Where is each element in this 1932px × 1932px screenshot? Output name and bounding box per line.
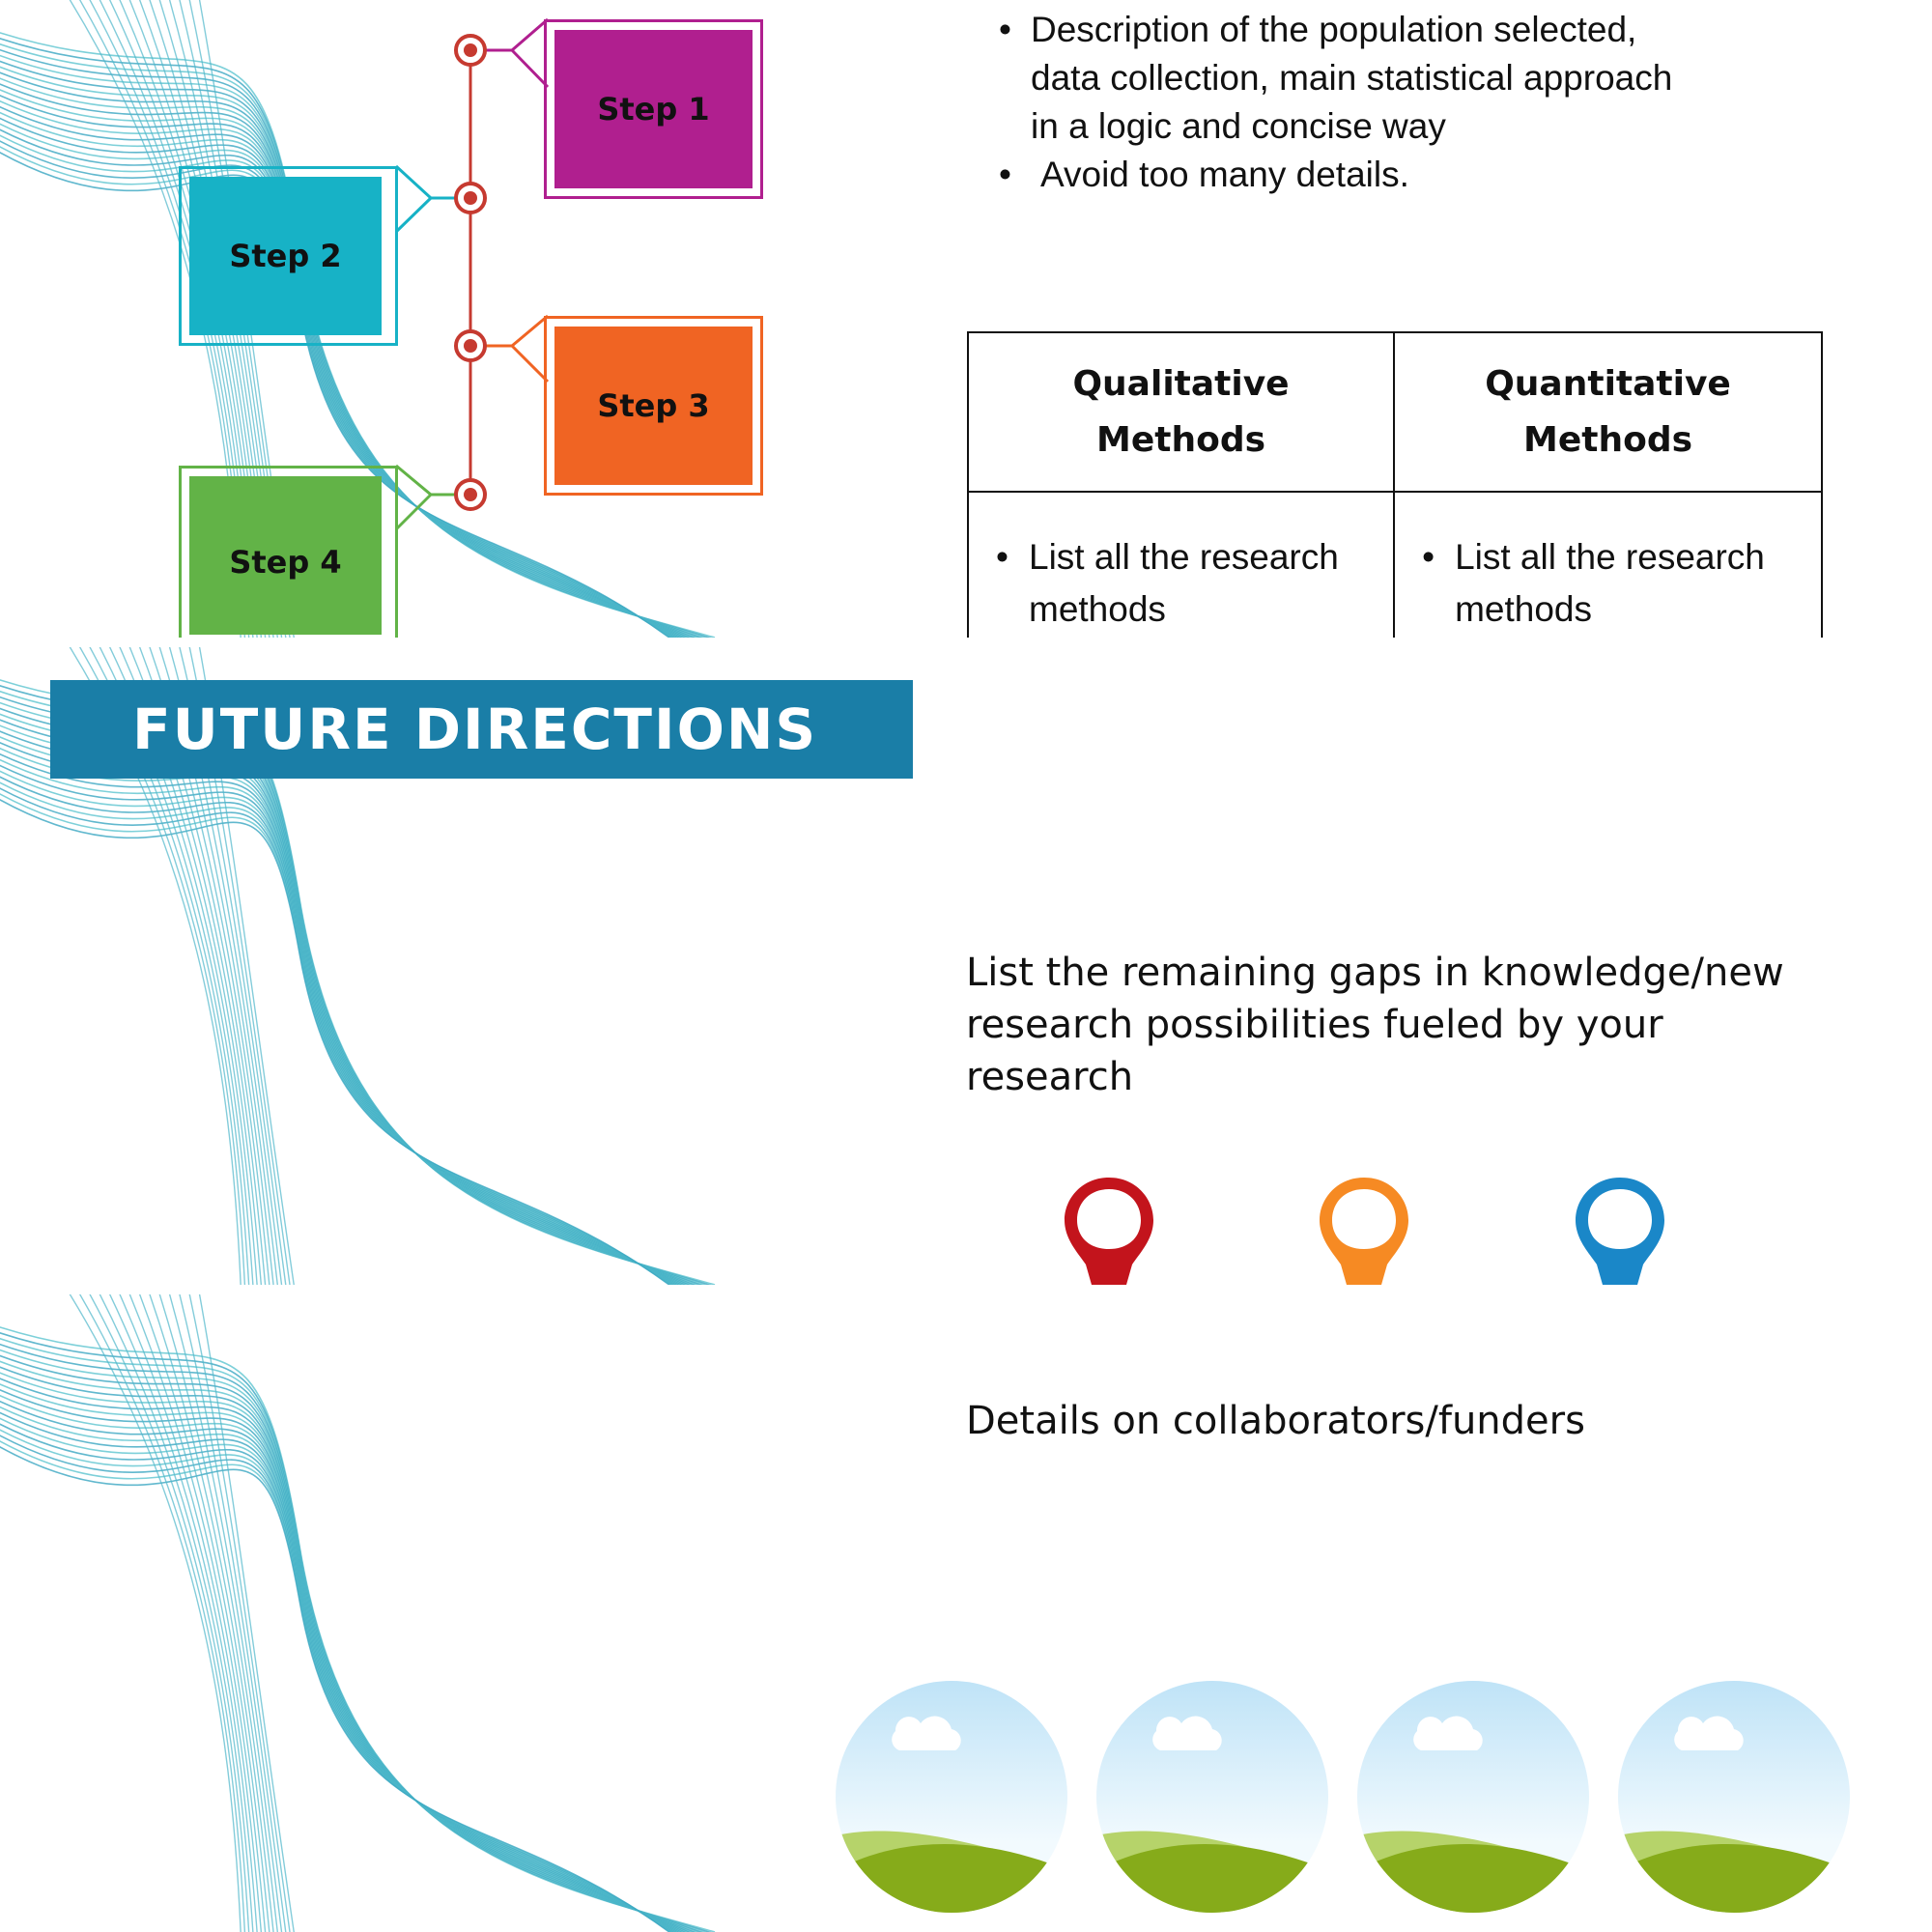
methods-panel: Step 1 Step 2 Step 3 Step 4 Description …	[0, 0, 1932, 638]
collaborators-text: Details on collaborators/funders	[966, 1399, 1585, 1443]
wave-line	[69, 1294, 242, 1932]
timeline-node-2	[454, 182, 487, 214]
wave-line	[0, 719, 691, 1285]
wave-line	[198, 1294, 295, 1932]
step-2-label: Step 2	[229, 238, 342, 274]
wave-line	[0, 724, 689, 1285]
wave-line	[0, 792, 672, 1285]
table-cell-quantitative: List all the research methods	[1393, 491, 1823, 638]
step-3-label: Step 3	[597, 387, 710, 424]
step-1-label: Step 1	[597, 91, 710, 128]
wave-line	[0, 735, 684, 1285]
wave-line	[179, 1294, 287, 1932]
connector-step-3-lower	[510, 344, 550, 384]
wave-line	[0, 1411, 677, 1932]
wave-line	[0, 781, 673, 1285]
wave-line	[0, 758, 678, 1285]
step-3-box: Step 3	[544, 316, 763, 496]
landscape-drawing	[1096, 1681, 1328, 1913]
wave-line	[108, 1294, 258, 1932]
methods-description-list: Description of the population selected, …	[995, 6, 1690, 199]
wave-line	[119, 1294, 263, 1932]
wave-line	[0, 1388, 683, 1932]
list-item: Description of the population selected, …	[995, 6, 1690, 151]
wave-line	[0, 1439, 672, 1932]
connector-step-3	[486, 314, 549, 348]
wave-line	[0, 1435, 672, 1932]
table-cell-qualitative: List all the research methods	[966, 491, 1396, 638]
wave-line	[0, 1349, 699, 1932]
connector-step-4	[395, 464, 455, 497]
acknowledgements-panel: Details on collaborators/funders	[0, 1294, 1932, 1932]
connector-step-2-lower	[394, 196, 433, 234]
wave-line	[0, 1354, 696, 1932]
wave-line	[158, 1294, 278, 1932]
step-timeline	[394, 17, 550, 531]
wave-line	[0, 1423, 674, 1932]
landscape-placeholder-icon	[1618, 1681, 1850, 1913]
connector-step-1	[486, 17, 549, 52]
wave-line	[0, 730, 686, 1285]
wave-line	[0, 776, 674, 1285]
wave-line	[0, 798, 671, 1285]
map-pin-icon	[1065, 1178, 1153, 1285]
timeline-node-3	[454, 329, 487, 362]
connector-step-2	[394, 164, 455, 200]
step-4-box: Step 4	[179, 466, 398, 638]
wave-line	[168, 1294, 283, 1932]
landscape-placeholder-icon	[836, 1681, 1067, 1913]
wave-line	[99, 1294, 254, 1932]
landscape-drawing	[1357, 1681, 1589, 1913]
methods-table: Qualitative Methods Quantitative Methods…	[966, 331, 1823, 638]
future-directions-panel: FUTURE DIRECTIONS List the remaining gap…	[0, 647, 1932, 1285]
wave-line	[0, 1394, 681, 1932]
landscape-drawing	[1618, 1681, 1850, 1913]
wave-line	[0, 764, 677, 1285]
table-header-quantitative: Quantitative Methods	[1393, 331, 1823, 493]
wave-lines-decoration	[0, 1294, 716, 1932]
future-directions-text: List the remaining gaps in knowledge/new…	[966, 951, 1784, 1099]
step-4-label: Step 4	[229, 544, 342, 581]
map-pin-icon	[1576, 1178, 1664, 1285]
wave-line	[0, 741, 683, 1285]
wave-line	[149, 1294, 274, 1932]
landscape-placeholder-icon	[1096, 1681, 1328, 1913]
table-row: List all the research methods List all t…	[966, 491, 1823, 638]
landscape-drawing	[836, 1681, 1067, 1913]
connector-step-4-lower	[394, 493, 433, 531]
wave-line	[0, 1406, 678, 1932]
step-1-box: Step 1	[544, 19, 763, 199]
wave-line	[0, 707, 696, 1285]
wave-line	[78, 1294, 246, 1932]
wave-line	[0, 787, 672, 1285]
wave-line	[89, 1294, 250, 1932]
wave-line	[138, 1294, 270, 1932]
wave-line	[0, 1445, 671, 1932]
list-item: List all the research methods	[1422, 531, 1802, 636]
wave-line	[128, 1294, 267, 1932]
table-header-qualitative: Qualitative Methods	[966, 331, 1396, 493]
wave-line	[0, 747, 681, 1285]
wave-line	[0, 1331, 712, 1932]
timeline-node-1	[454, 34, 487, 67]
timeline-node-4	[454, 478, 487, 511]
section-title: FUTURE DIRECTIONS	[132, 696, 818, 762]
table-header-row: Qualitative Methods Quantitative Methods	[966, 331, 1823, 493]
map-pin-icon	[1320, 1178, 1408, 1285]
section-banner: FUTURE DIRECTIONS	[50, 680, 913, 779]
wave-line	[0, 1372, 689, 1932]
list-item: List all the research methods	[996, 531, 1374, 636]
wave-line	[0, 1378, 686, 1932]
step-2-box: Step 2	[179, 166, 398, 346]
wave-line	[188, 1294, 291, 1932]
wave-line	[0, 1337, 707, 1932]
list-item: Avoid too many details.	[995, 151, 1690, 199]
wave-line	[0, 1382, 684, 1932]
wave-line	[0, 1366, 691, 1932]
wave-line	[0, 1429, 673, 1932]
landscape-placeholder-icon	[1357, 1681, 1589, 1913]
connector-step-1-lower	[510, 48, 550, 89]
